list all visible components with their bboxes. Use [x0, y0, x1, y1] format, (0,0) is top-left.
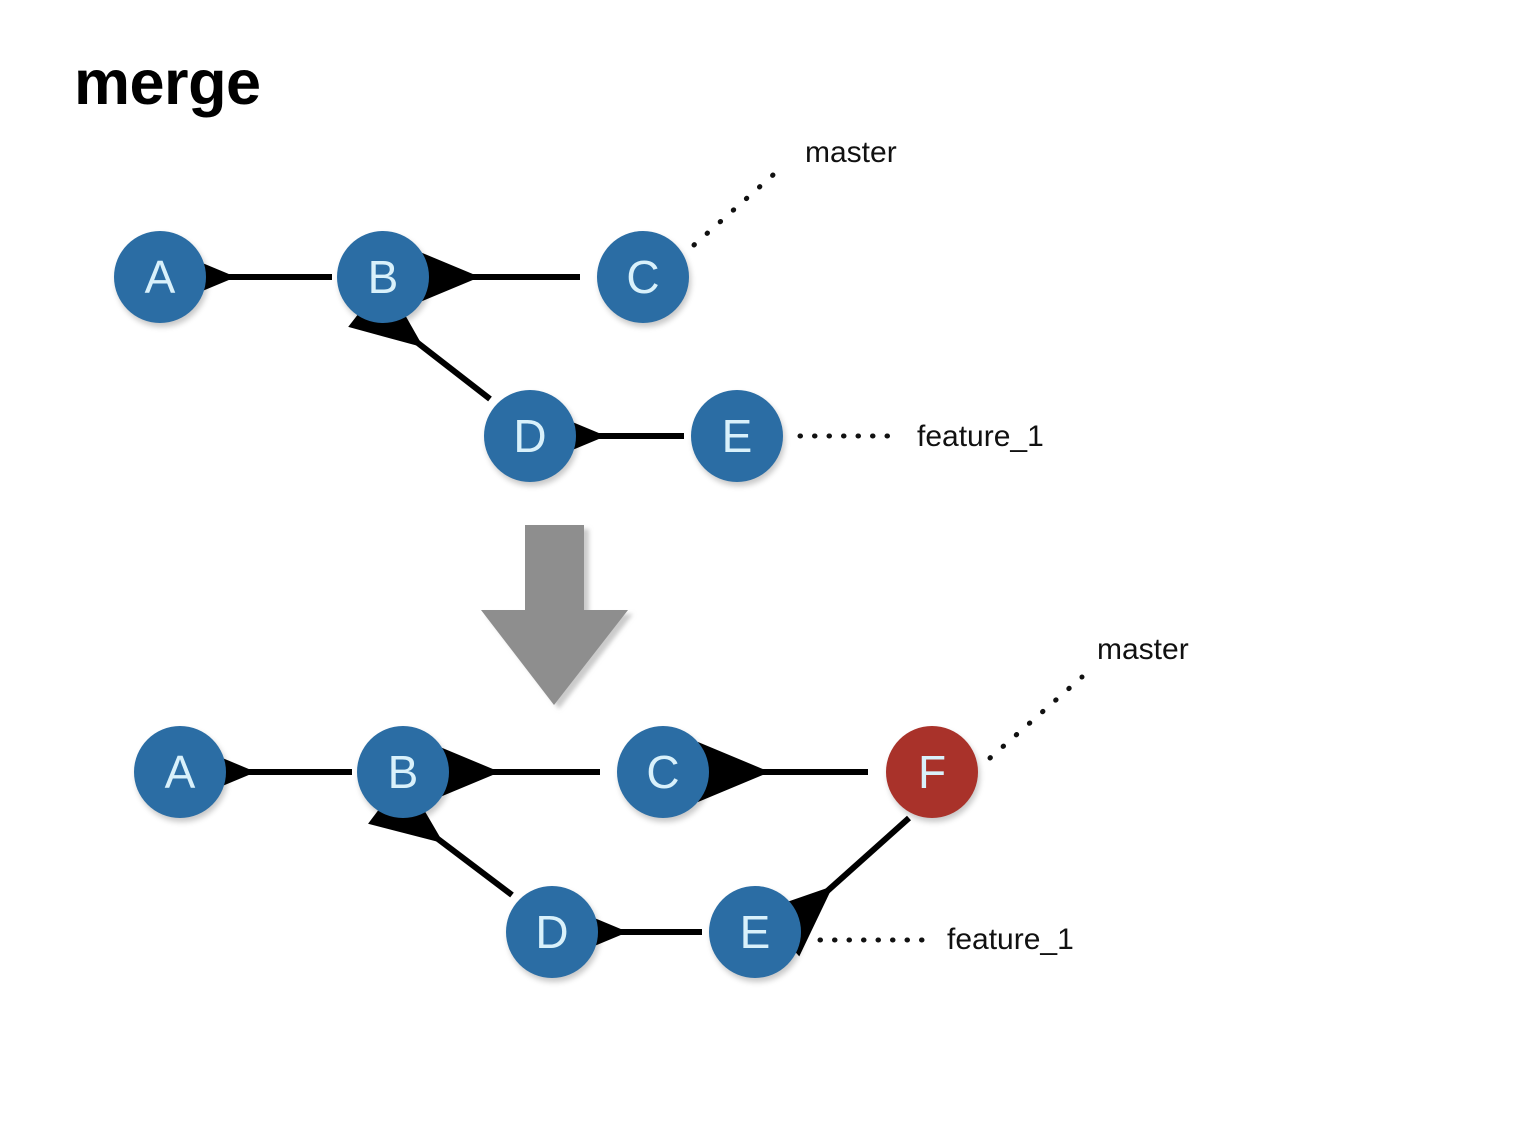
commit-node-c-after[interactable]: C [617, 726, 709, 818]
branch-label-feature1-before: feature_1 [917, 420, 1044, 453]
page-title: merge [74, 48, 261, 118]
edge-F-to-E-after [759, 815, 911, 957]
transition-down-arrow-icon [481, 525, 628, 705]
pointer-line-master-bottom [987, 674, 1085, 761]
edge-D-to-B [348, 279, 492, 402]
commit-node-a-before[interactable]: A [114, 231, 206, 323]
commit-node-e-before[interactable]: E [691, 390, 783, 482]
branch-label-feature1-after: feature_1 [947, 923, 1074, 956]
commit-node-d-before[interactable]: D [484, 390, 576, 482]
edge-D-to-B-after [368, 775, 514, 898]
merge-commit-node-f-after[interactable]: F [886, 726, 978, 818]
commit-node-b-before[interactable]: B [337, 231, 429, 323]
commit-node-b-after[interactable]: B [357, 726, 449, 818]
commit-node-a-after[interactable]: A [134, 726, 226, 818]
branch-label-master-before: master [805, 136, 897, 169]
pointer-line-master-top [691, 164, 785, 248]
branch-label-master-after: master [1097, 633, 1189, 666]
commit-node-e-after[interactable]: E [709, 886, 801, 978]
commit-node-d-after[interactable]: D [506, 886, 598, 978]
commit-node-c-before[interactable]: C [597, 231, 689, 323]
